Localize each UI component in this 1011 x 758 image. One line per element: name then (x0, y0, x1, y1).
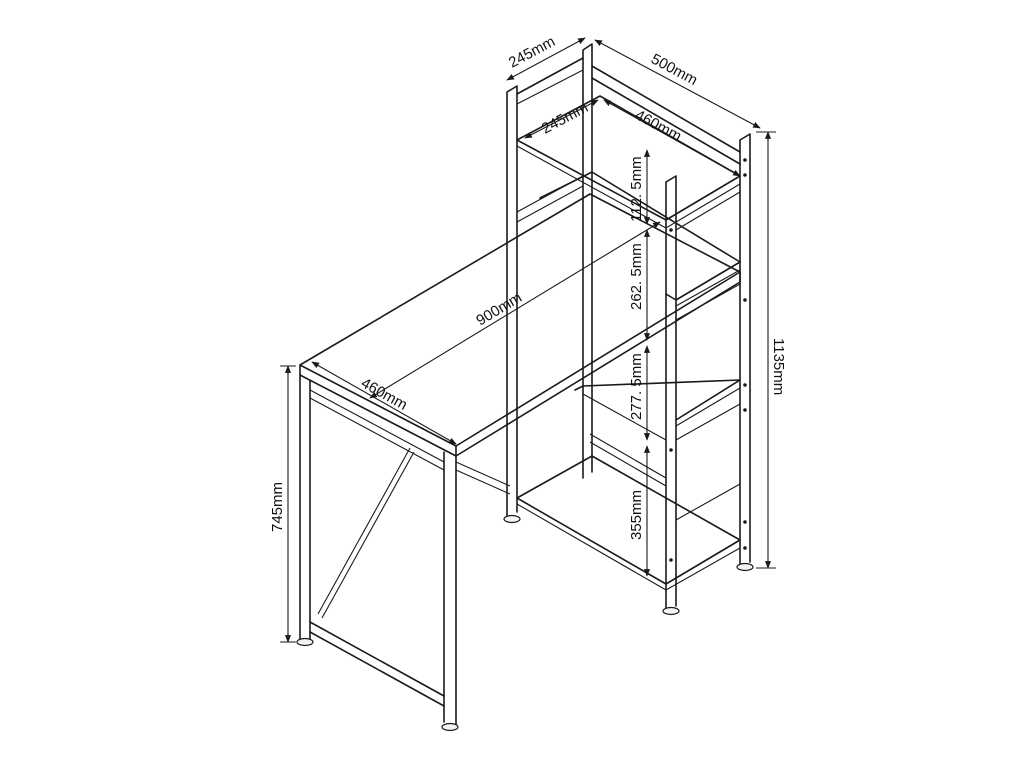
label-gap-bottom: 355mm (628, 490, 645, 540)
dimension-lines (280, 37, 776, 643)
post-holes (669, 158, 747, 562)
dimension-labels: 245mm 500mm 245mm 460mm 112. 5mm 262. 5m… (269, 33, 787, 540)
label-top-depth: 245mm (506, 33, 558, 71)
label-desk-height: 745mm (269, 482, 286, 532)
desk-feet (296, 637, 459, 732)
label-gap-2: 262. 5mm (628, 243, 645, 310)
shelf-feet (503, 514, 754, 616)
label-gap-3: 277. 5mm (628, 353, 645, 420)
label-gap-top: 112. 5mm (628, 156, 645, 222)
label-top-width: 500mm (648, 51, 700, 89)
label-total-height: 1135mm (770, 338, 787, 395)
desk (296, 193, 741, 732)
label-shelf-width: 460mm (632, 107, 684, 145)
